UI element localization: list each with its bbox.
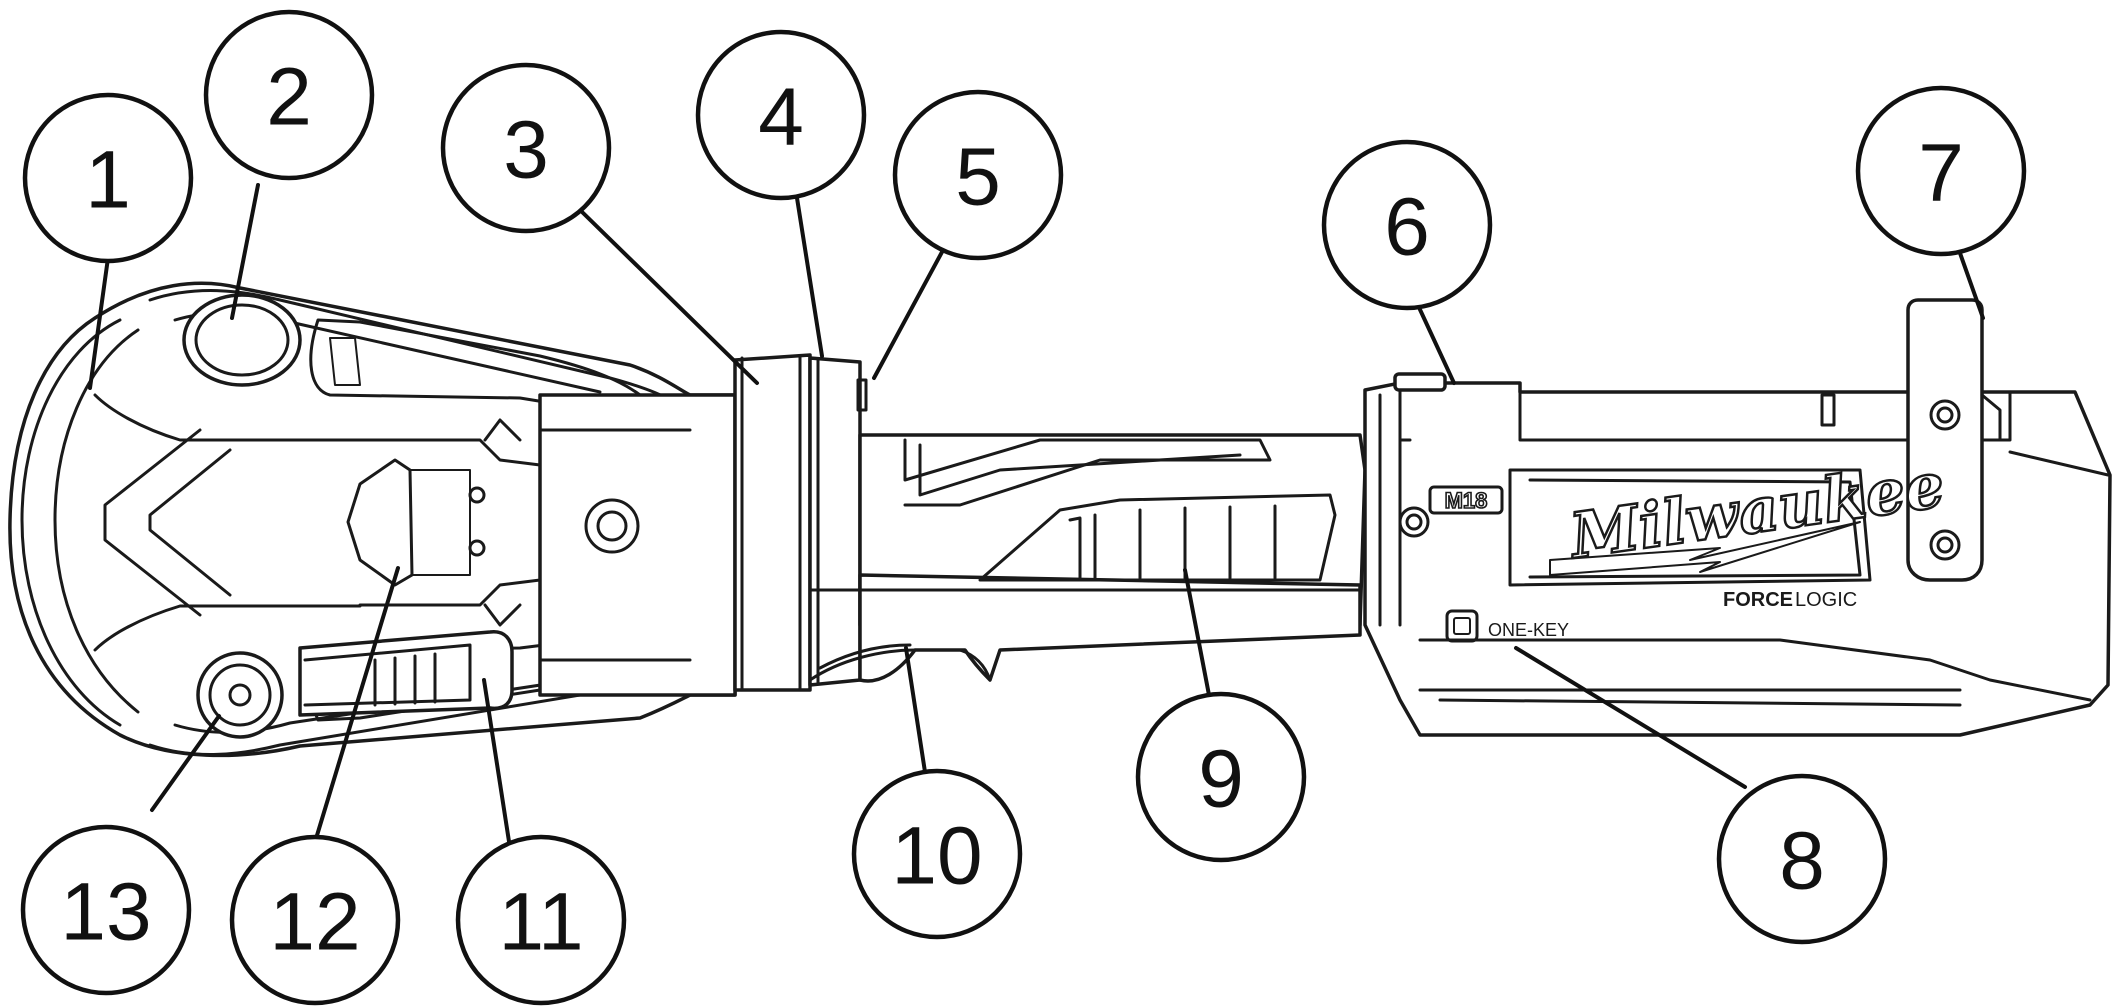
callout-number-7: 7 [1918, 128, 1964, 219]
callout-number-2: 2 [266, 52, 312, 143]
forcelogic-logo: FORCE LOGIC [1723, 589, 1857, 611]
callout-6: 6 [1321, 139, 1493, 311]
callout-number-8: 8 [1779, 816, 1825, 907]
leader-13 [150, 714, 221, 812]
leader-1 [88, 256, 110, 390]
callout-number-13: 13 [60, 867, 151, 958]
callout-number-3: 3 [503, 105, 549, 196]
callout-3: 3 [440, 62, 612, 234]
callout-5: 5 [892, 89, 1064, 261]
callout-number-12: 12 [269, 877, 360, 968]
callout-number-5: 5 [955, 132, 1001, 223]
callout-4: 4 [695, 29, 867, 201]
callout-7: 7 [1855, 85, 2027, 257]
onekey-badge: ONE-KEY [1445, 609, 1569, 643]
leader-2 [230, 183, 260, 320]
callout-11: 11 [455, 834, 627, 1006]
crimp-head [8, 281, 737, 758]
leader-5 [872, 250, 944, 380]
callout-10: 10 [851, 768, 1023, 940]
leader-4 [795, 196, 824, 358]
callout-1: 1 [22, 92, 194, 264]
callouts: 1 2 3 4 5 6 7 8 [20, 9, 2027, 1006]
rotating-collar [733, 353, 868, 692]
callout-number-11: 11 [498, 877, 583, 968]
battery-pack: M18 Milwaukee FORCE LOGIC ONE-KEY [1363, 298, 2112, 737]
tool-body [808, 433, 1367, 683]
forcelogic-label-a: FORCE [1723, 589, 1793, 611]
leader-lines [88, 183, 1985, 850]
leader-11 [482, 678, 512, 850]
leader-8 [1514, 646, 1747, 789]
callout-number-9: 9 [1198, 734, 1244, 825]
m18-label: M18 [1445, 488, 1488, 513]
callout-number-4: 4 [758, 72, 804, 163]
m18-badge: M18 [1428, 485, 1504, 515]
callout-2: 2 [203, 9, 375, 181]
leader-3 [576, 206, 759, 385]
leader-12 [313, 566, 400, 844]
callout-13: 13 [20, 824, 192, 996]
callout-number-6: 6 [1384, 182, 1430, 273]
forcelogic-label-b: LOGIC [1795, 589, 1857, 611]
callout-8: 8 [1716, 773, 1888, 945]
leader-10 [904, 646, 927, 774]
callout-number-1: 1 [85, 135, 131, 226]
callout-12: 12 [229, 834, 401, 1006]
callout-number-10: 10 [891, 811, 982, 902]
leader-9 [1183, 568, 1211, 697]
callout-9: 9 [1135, 691, 1307, 863]
onekey-label: ONE-KEY [1488, 620, 1569, 640]
